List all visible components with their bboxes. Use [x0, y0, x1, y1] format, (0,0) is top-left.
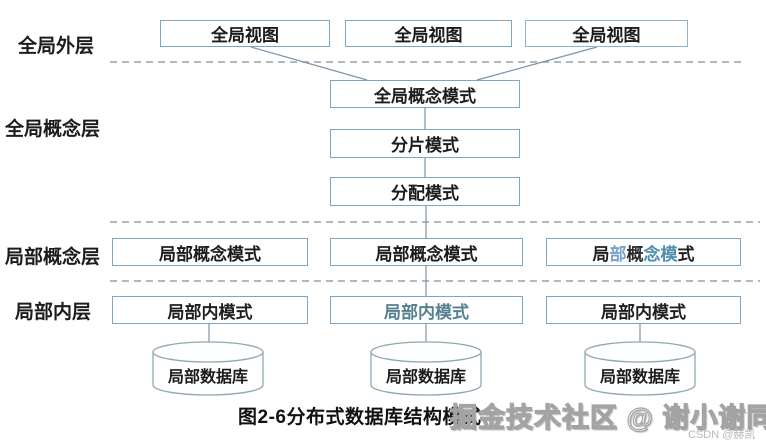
node-local-internal-schema-1: 局部内模式 [112, 296, 308, 324]
node-global-view-3: 全局视图 [525, 20, 688, 47]
node-global-view-2: 全局视图 [345, 20, 512, 47]
node-local-database-2: 局部数据库 [385, 369, 466, 386]
node-local-database-3: 局部数据库 [599, 369, 680, 386]
schema-char: 局 [592, 244, 610, 264]
database-cylinder-left [152, 341, 264, 396]
cylinder-body [370, 352, 482, 396]
cylinder-top [584, 341, 696, 363]
schema-char: 式 [677, 244, 695, 264]
node-local-internal-schema-3: 局部内模式 [546, 296, 741, 324]
node-local-concept-schema-2: 局部概念模式 [330, 238, 523, 266]
watermark-csdn: CSDN @赫凯 [688, 429, 756, 441]
database-cylinder-middle [370, 341, 482, 396]
node-global-view-1: 全局视图 [160, 20, 330, 47]
node-local-database-1: 局部数据库 [167, 369, 248, 386]
schema-char: 念 [643, 244, 661, 264]
connector-view1-to-gcs [250, 46, 368, 81]
connector-view3-to-gcs [476, 46, 598, 81]
database-cylinder-right [584, 341, 696, 396]
watermark-community: 掘金技术社区 @ 谢小谢同学 [449, 402, 766, 433]
schema-char: 概 [626, 244, 644, 264]
layer-label-global-concept: 全局概念层 [5, 119, 101, 140]
node-label: 局部内模式 [167, 302, 253, 322]
cylinder-body [584, 352, 696, 396]
node-global-concept-schema: 全局概念模式 [330, 80, 520, 108]
cylinder-top [370, 341, 482, 363]
node-label: 局部内模式 [384, 302, 469, 322]
schema-char: 部 [609, 244, 627, 264]
node-allocation-schema: 分配模式 [330, 177, 520, 206]
figure-caption: 图2-6分布式数据库结构模式 [238, 407, 482, 428]
cylinder-body [152, 352, 264, 396]
node-local-concept-schema-3: 局部概念模式 [546, 238, 741, 266]
schema-char: 模 [660, 244, 678, 264]
node-fragmentation-schema: 分片模式 [330, 129, 520, 158]
node-label: 局部内模式 [601, 302, 686, 322]
layer-label-outer: 全局外层 [18, 36, 95, 57]
cylinder-top [152, 341, 264, 363]
node-local-internal-schema-2: 局部内模式 [330, 296, 523, 324]
layer-label-local-concept: 局部概念层 [5, 247, 101, 268]
node-local-concept-schema-1: 局部概念模式 [112, 238, 308, 266]
layer-label-local-internal: 局部内层 [15, 302, 92, 323]
